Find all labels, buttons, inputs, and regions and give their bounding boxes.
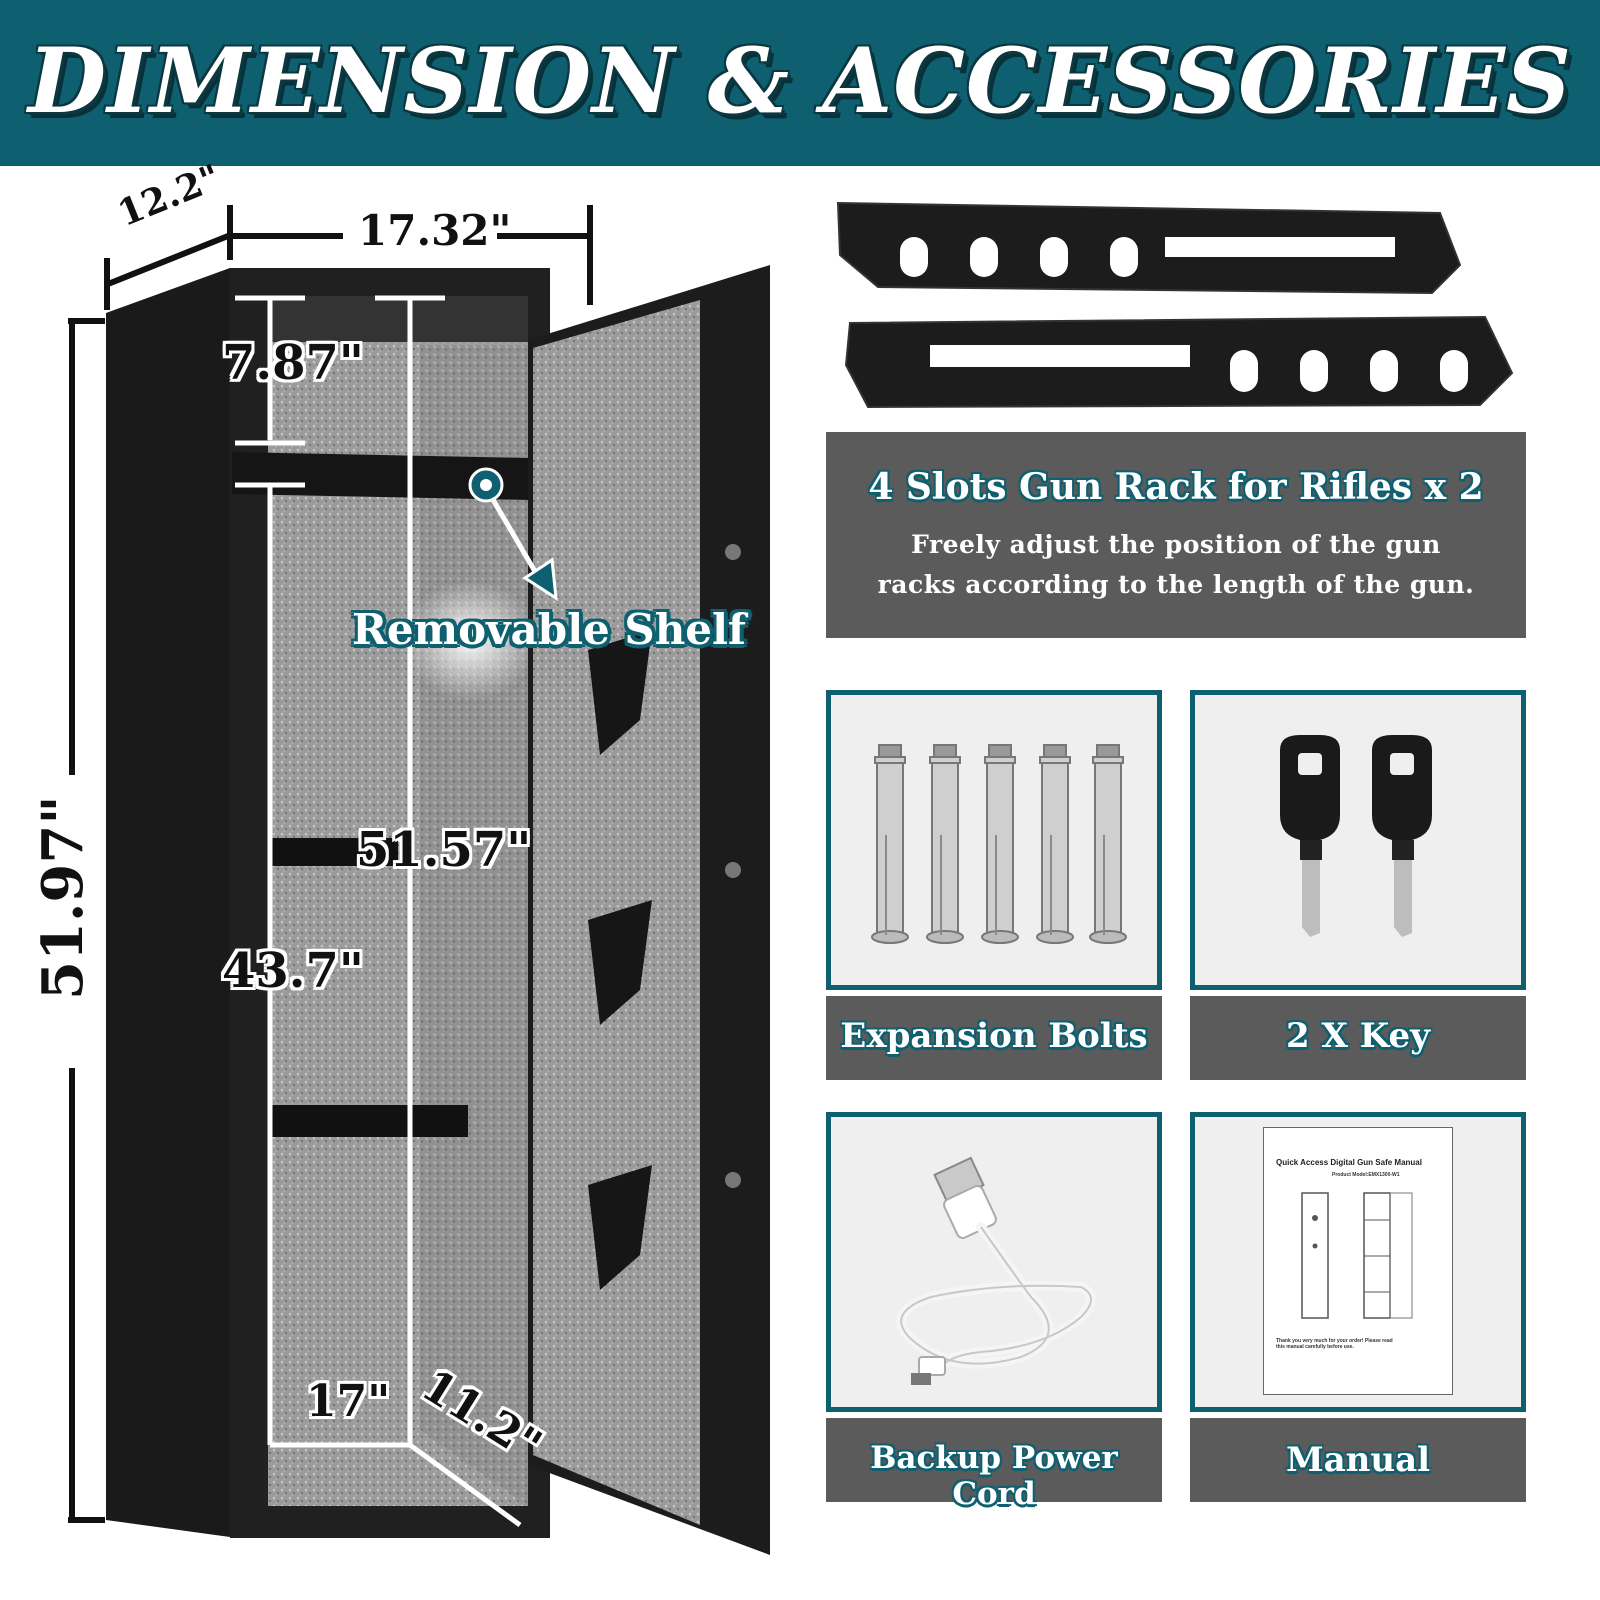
- removable-shelf: [232, 452, 530, 500]
- header-banner: [0, 0, 1600, 166]
- manual-label: Manual: [1285, 1440, 1431, 1480]
- gun-safe-illustration: [68, 205, 770, 1555]
- expansion-bolts-label: Expansion Bolts: [840, 1016, 1148, 1056]
- manual-document-icon: Quick Access Digital Gun Safe Manual Pro…: [1263, 1127, 1453, 1395]
- usb-cable-icon: [896, 1156, 1096, 1385]
- shelf-pointer-arrow: [522, 557, 558, 601]
- hinge-bolt: [725, 862, 741, 878]
- expansion-bolts-label-bg: [826, 996, 1162, 1080]
- power-cord-label-bg: [826, 1418, 1162, 1502]
- hinge-bolt: [725, 1172, 741, 1188]
- dim-lower-compartment: 43.7": [222, 943, 364, 999]
- dimension-lines-outer: [68, 205, 593, 1523]
- keys-label: 2 X Key: [1286, 1016, 1430, 1056]
- manual-doc-title: Quick Access Digital Gun Safe Manual: [1276, 1158, 1422, 1167]
- dim-top-compartment: 7.87": [222, 335, 364, 391]
- manual-doc-model: Product Model:EMX1300-W1: [1332, 1172, 1400, 1178]
- page-title: DIMENSION & ACCESSORIES: [28, 28, 1572, 134]
- key-icon: [1280, 735, 1432, 937]
- dim-inner-height: 51.57": [356, 822, 532, 878]
- gun-rack-title: 4 Slots Gun Rack for Rifles x 2: [868, 466, 1484, 508]
- keys-label-bg: [1190, 996, 1526, 1080]
- power-cord-label: Backup Power Cord: [870, 1440, 1118, 1512]
- door-pocket-2: [588, 900, 652, 1025]
- dim-height-outer: 51.97": [30, 795, 96, 1000]
- expansion-bolts-icon: [871, 744, 1127, 944]
- middle-rack: [268, 838, 398, 866]
- keys-card: [1190, 690, 1526, 990]
- bottom-rack: [268, 1105, 468, 1137]
- gun-rack-info-panel: [826, 432, 1526, 638]
- safe-side-panel: [106, 268, 230, 1537]
- hinge-bolt: [725, 544, 741, 560]
- door-pocket-1: [588, 630, 652, 755]
- dim-width-top: 17.32": [358, 206, 512, 255]
- door-pocket-3: [588, 1165, 652, 1290]
- expansion-bolts-card: [826, 690, 1162, 990]
- gun-rack-illustration: [836, 201, 1514, 409]
- manual-doc-note: Thank you very much for your order! Plea…: [1276, 1338, 1393, 1350]
- dimension-lines-inner: [235, 295, 522, 1528]
- manual-label-bg: [1190, 1418, 1526, 1502]
- manual-card: Quick Access Digital Gun Safe Manual Pro…: [1190, 1112, 1526, 1412]
- gun-rack-description: Freely adjust the position of the gun ra…: [877, 530, 1475, 599]
- removable-shelf-label: Removable Shelf: [352, 605, 746, 654]
- dim-inner-width: 17": [306, 1376, 391, 1427]
- power-cord-card: [826, 1112, 1162, 1412]
